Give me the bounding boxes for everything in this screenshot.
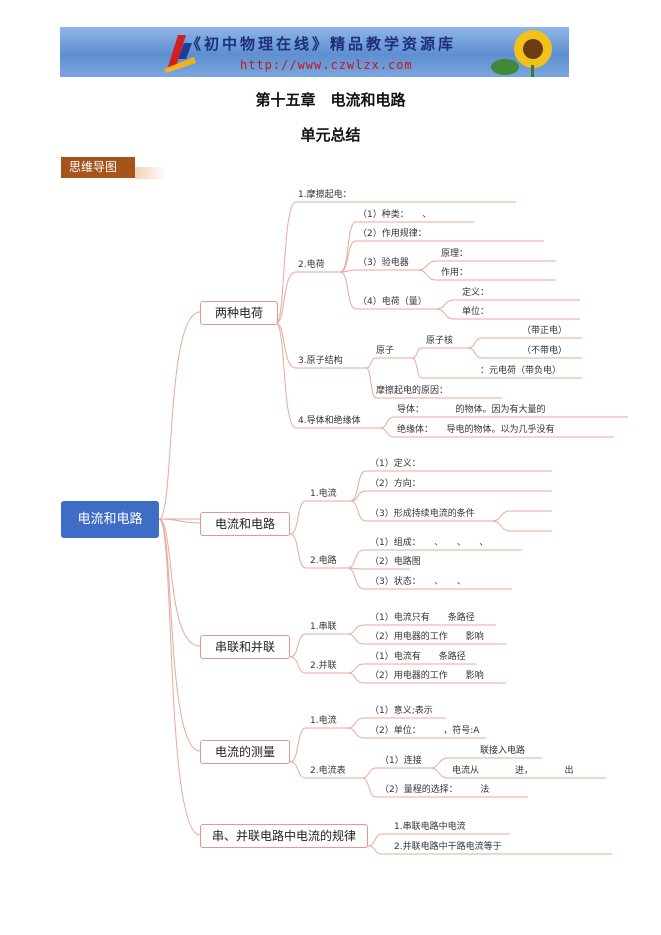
label-range: （2）量程的选择： 法 — [380, 785, 490, 795]
label-electron: ：元电荷（带负电） — [480, 366, 562, 376]
label-current-condition: （3）形成持续电流的条件 — [370, 509, 475, 519]
label-composition: （1）组成： 、 、 、 — [370, 538, 489, 548]
mindmap-tag: 思维导图 — [61, 157, 135, 178]
mindmap-root: 电流和电路 — [61, 501, 159, 538]
label-nucleus: 原子核 — [426, 336, 454, 346]
label-ammeter: 2.电流表 — [310, 766, 346, 776]
label-unit: 单位： — [462, 307, 490, 317]
label-principle: 原理： — [441, 249, 469, 259]
label-circuit: 2.电路 — [310, 556, 337, 566]
label-friction: 1.摩擦起电： — [298, 190, 352, 200]
label-quantity: （4）电荷（量） — [358, 297, 427, 307]
site-banner: 《初中物理在线》精品教学资源库 http://www.czwlzx.com — [60, 27, 569, 77]
topic-series-parallel: 串联和并联 — [200, 635, 290, 659]
chapter-title: 第十五章 电流和电路 — [255, 91, 406, 109]
label-electroscope: （3）验电器 — [358, 258, 409, 268]
label-atom-structure: 3.原子结构 — [298, 356, 343, 366]
label-law-series: 1.串联电路中电流 — [394, 822, 466, 832]
label-parallel-work: （2）用电器的工作 影响 — [370, 671, 484, 681]
label-conductor-def: 导体： 的物体。因为有大量的 — [397, 405, 546, 415]
label-diagram: （2）电路图 — [370, 557, 421, 567]
label-meaning: （1）意义;表示 — [370, 706, 433, 716]
section-title: 单元总结 — [300, 126, 361, 144]
label-insulator-def: 绝缘体： 导电的物体。以为几乎没有 — [397, 425, 555, 435]
topic-charges: 两种电荷 — [200, 301, 278, 325]
label-atom: 原子 — [376, 346, 395, 356]
label-connect: （1）连接 — [380, 756, 422, 766]
label-parallel: 2.并联 — [310, 661, 337, 671]
topic-law: 串、并联电路中电流的规律 — [200, 824, 368, 848]
label-measure-current: 1.电流 — [310, 716, 337, 726]
label-state: （3）状态： 、 、 — [370, 577, 466, 587]
label-law-parallel: 2.并联电路中干路电流等于 — [394, 842, 502, 852]
label-kinds: （1）种类： 、 — [358, 210, 432, 220]
label-parallel-paths: （1）电流有 条路径 — [370, 652, 466, 662]
sunflower-icon — [491, 30, 552, 77]
label-friction-cause: 摩擦起电的原因： — [376, 386, 449, 396]
label-charge: 2.电荷 — [298, 260, 325, 270]
label-connect-direction: 电流从 进， 出 — [452, 766, 574, 776]
label-rule: （2）作用规律： — [358, 229, 427, 239]
topic-measure: 电流的测量 — [200, 740, 290, 764]
logo-icon — [164, 35, 196, 73]
tag-decoration — [135, 167, 167, 179]
label-series-work: （2）用电器的工作 影响 — [370, 632, 484, 642]
label-current-direction: （2）方向： — [370, 479, 421, 489]
label-series-paths: （1）电流只有 条路径 — [370, 613, 475, 623]
label-current-definition: （1）定义： — [370, 459, 421, 469]
label-positive: （带正电） — [522, 326, 568, 336]
label-current: 1.电流 — [310, 489, 337, 499]
label-conductor: 4.导体和绝缘体 — [298, 416, 361, 426]
label-use: 作用： — [441, 268, 469, 278]
label-measure-unit: （2）单位： ，符号:A — [370, 726, 480, 736]
banner-title: 《初中物理在线》精品教学资源库 — [186, 35, 457, 53]
banner-url[interactable]: http://www.czwlzx.com — [240, 58, 413, 72]
label-definition: 定义： — [462, 288, 490, 298]
label-connect-series: 联接入电路 — [480, 746, 526, 756]
label-neutral: （不带电） — [522, 346, 568, 356]
label-series: 1.串联 — [310, 622, 337, 632]
topic-current-circuit: 电流和电路 — [200, 512, 290, 536]
